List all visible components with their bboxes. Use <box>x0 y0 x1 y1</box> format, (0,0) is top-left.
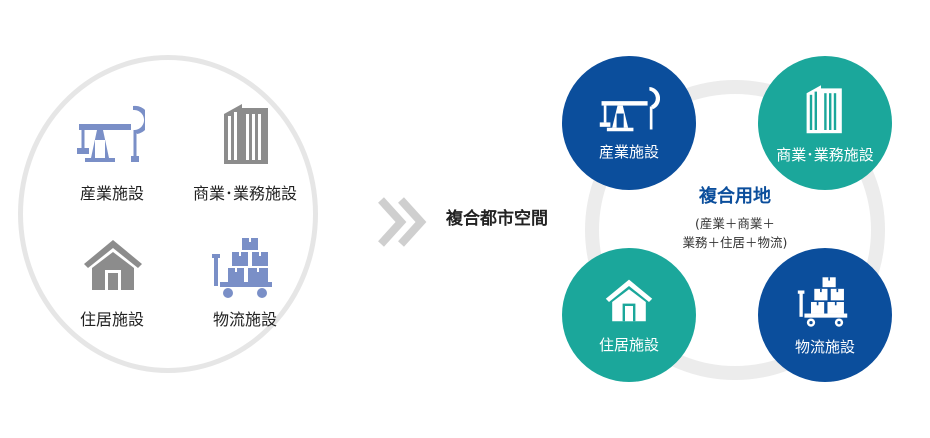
office-building-icon <box>212 100 282 170</box>
bubble-residential: 住居施設 <box>562 248 696 382</box>
office-building-icon <box>797 82 853 138</box>
description-line-2: 業務＋住居＋物流) <box>682 235 788 250</box>
house-icon <box>601 276 657 328</box>
bubble-logistics: 物流施設 <box>758 248 892 382</box>
composite-land-description: (産業＋商業＋ 業務＋住居＋物流) <box>650 214 820 252</box>
oil-pump-icon <box>75 100 150 170</box>
bubble-label-commercial: 商業･業務施設 <box>776 145 874 164</box>
bubble-label-industrial: 産業施設 <box>598 142 659 161</box>
left-label-commercial: 商業･業務施設 <box>192 184 297 203</box>
oil-pump-icon <box>598 85 660 135</box>
bubble-label-residential: 住居施設 <box>598 335 659 354</box>
cargo-cart-icon <box>210 232 280 302</box>
left-label-industrial: 産業施設 <box>79 184 144 203</box>
cargo-cart-icon <box>794 274 856 330</box>
composite-land-title: 複合用地 <box>699 186 771 207</box>
bubble-industrial: 産業施設 <box>562 56 696 190</box>
bubble-commercial: 商業･業務施設 <box>758 56 892 190</box>
description-line-1: (産業＋商業＋ <box>695 216 775 231</box>
house-icon <box>78 232 148 302</box>
left-label-logistics: 物流施設 <box>212 310 277 329</box>
composite-space-title: 複合都市空間 <box>446 209 548 229</box>
double-chevron-right-icon <box>375 192 435 252</box>
bubble-label-logistics: 物流施設 <box>794 337 855 356</box>
left-group-circle <box>18 55 318 373</box>
left-label-residential: 住居施設 <box>79 310 144 329</box>
